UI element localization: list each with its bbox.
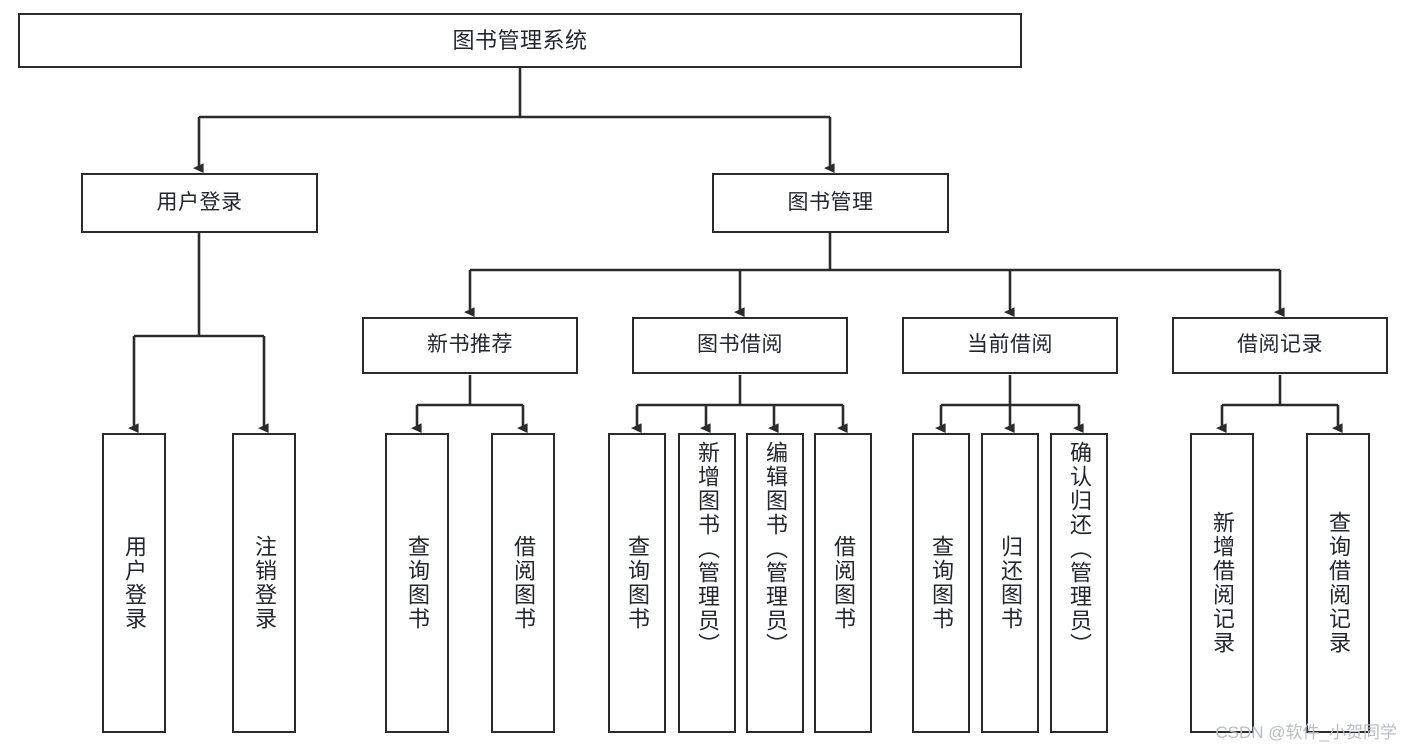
leaf-return-book[interactable]: 归还图书	[981, 433, 1039, 733]
leaf-borrow-book-borrow[interactable]: 借阅图书	[814, 433, 872, 733]
node-label: 新书推荐	[427, 333, 513, 357]
node-current-borrow[interactable]: 当前借阅	[902, 317, 1118, 374]
node-label: 借阅图书	[831, 535, 856, 631]
node-new-book-recommend[interactable]: 新书推荐	[362, 317, 578, 374]
node-label: 当前借阅	[967, 333, 1053, 357]
node-label: 借阅图书	[511, 535, 536, 631]
node-book-borrow[interactable]: 图书借阅	[632, 317, 848, 374]
node-label: 编辑图书（管理员）	[763, 441, 788, 657]
leaf-edit-book-admin[interactable]: 编辑图书（管理员）	[746, 433, 804, 733]
leaf-user-login[interactable]: 用户登录	[102, 433, 166, 733]
node-borrow-record[interactable]: 借阅记录	[1172, 317, 1388, 374]
leaf-borrow-book-recommend[interactable]: 借阅图书	[491, 433, 555, 733]
node-label: 图书管理系统	[452, 27, 588, 53]
node-label: 查询借阅记录	[1326, 511, 1351, 655]
node-label: 注销登录	[252, 535, 277, 631]
leaf-query-borrow-record[interactable]: 查询借阅记录	[1306, 433, 1370, 733]
node-label: 查询图书	[625, 535, 650, 631]
leaf-add-book-admin[interactable]: 新增图书（管理员）	[678, 433, 736, 733]
node-label: 图书借阅	[697, 333, 783, 357]
node-label: 查询图书	[405, 535, 430, 631]
node-label: 确认归还（管理员）	[1067, 441, 1092, 657]
node-label: 查询图书	[929, 535, 954, 631]
csdn-watermark: CSDN @软件_小贺同学	[1215, 723, 1397, 742]
leaf-confirm-return-admin[interactable]: 确认归还（管理员）	[1050, 433, 1108, 733]
node-label: 新增借阅记录	[1210, 511, 1235, 655]
node-book-management[interactable]: 图书管理	[712, 173, 949, 233]
leaf-add-borrow-record[interactable]: 新增借阅记录	[1190, 433, 1254, 733]
leaf-query-book-recommend[interactable]: 查询图书	[385, 433, 449, 733]
node-label: 借阅记录	[1237, 333, 1323, 357]
node-label: 用户登录	[156, 190, 243, 214]
node-label: 用户登录	[122, 535, 147, 631]
leaf-query-book-borrow[interactable]: 查询图书	[608, 433, 666, 733]
leaf-query-book-current[interactable]: 查询图书	[912, 433, 970, 733]
node-user-login[interactable]: 用户登录	[81, 173, 318, 233]
node-label: 新增图书（管理员）	[695, 441, 720, 657]
node-label: 图书管理	[787, 190, 874, 214]
node-root-book-management-system[interactable]: 图书管理系统	[18, 13, 1022, 68]
node-label: 归还图书	[998, 535, 1023, 631]
leaf-user-logout[interactable]: 注销登录	[232, 433, 296, 733]
